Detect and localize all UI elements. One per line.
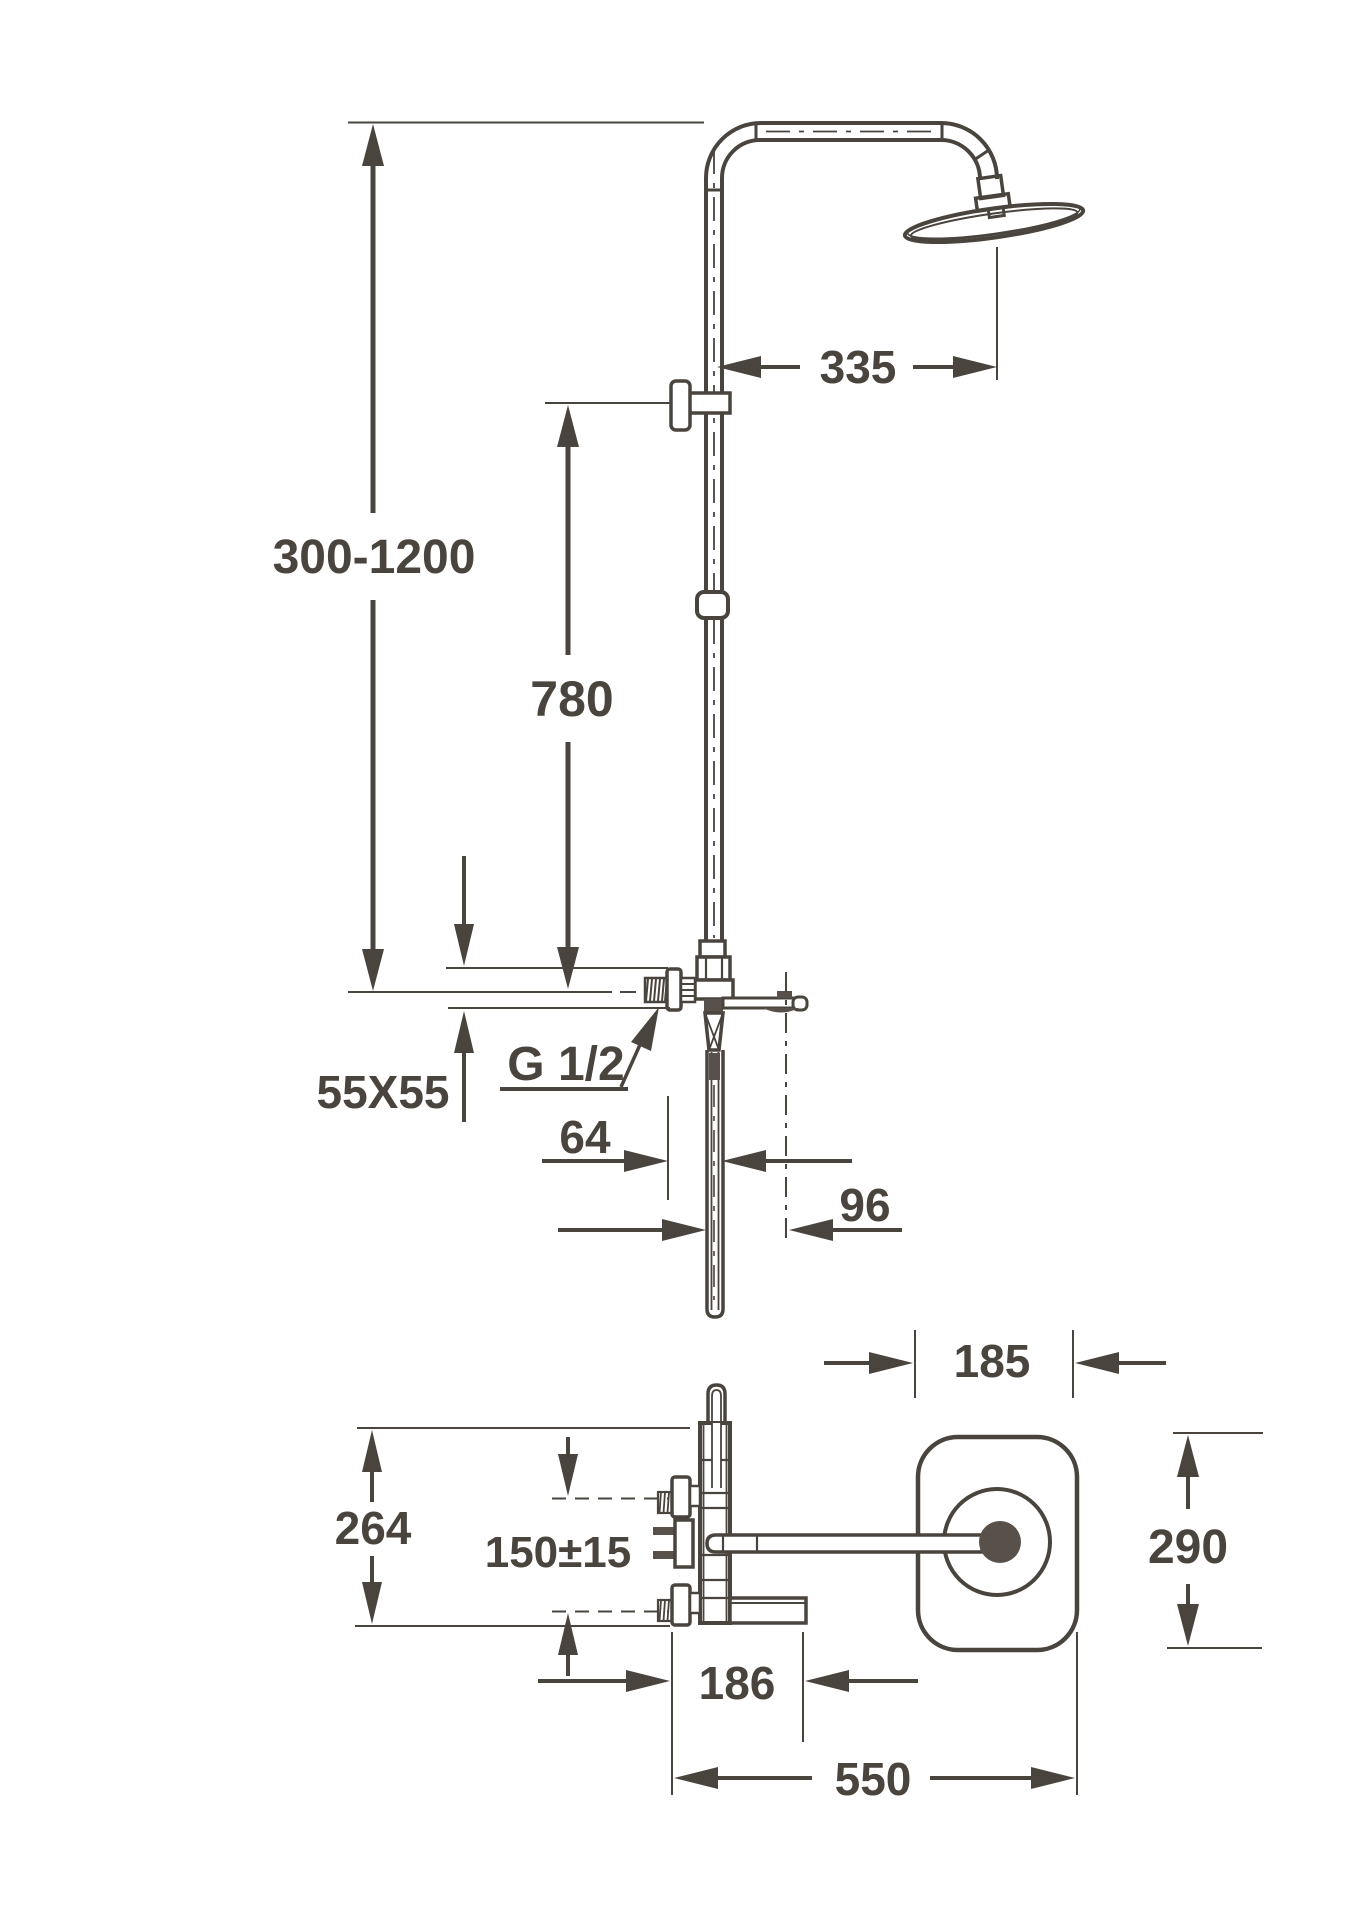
mixer-valve [643,939,809,1052]
shower-head [902,173,1086,245]
shower-arm [705,1521,1021,1563]
front-view [643,121,1086,1319]
side-spout [728,1596,808,1625]
dim-plate-width [824,1352,1166,1374]
dim-slider-height [557,405,579,989]
dim-height-range [362,124,384,991]
label-height-range: 300-1200 [273,531,476,584]
dim-inlet-spacing [558,1437,578,1676]
label-inlet-spacing: 150±15 [485,1528,632,1577]
label-plate-height: 290 [1148,1521,1228,1574]
soap-dish-arm [721,991,809,1013]
label-escutcheon: 55X55 [316,1066,449,1118]
wall-inlet-thread [643,967,697,1012]
dim-valve-offset [542,1150,852,1172]
dim-total-reach [674,1767,1075,1789]
thread-leader [500,1007,659,1091]
label-thread-size: G 1/2 [507,1038,624,1091]
dimension-lines [348,121,998,1243]
dim-escutcheon [454,856,474,1122]
dim-head-offset [717,356,997,378]
dimension-lines-bottom [355,1330,1263,1795]
dim-plate-height [1177,1435,1199,1646]
side-wand [706,1383,727,1490]
riser-pipe [704,121,999,940]
dim-body-height [362,1430,382,1624]
dim-spout-reach [538,1670,918,1692]
hand-shower-wand [705,1050,725,1319]
side-view [653,1383,808,1627]
dimension-labels: 300-1200 780 335 55X55 G 1/2 64 96 185 2… [273,341,1228,1805]
pipe-connector [695,590,730,620]
label-spout-reach: 186 [699,1657,776,1709]
dim-dish-offset [558,1219,902,1241]
label-valve-offset: 64 [559,1111,611,1163]
side-bottom-inlet [656,1583,702,1627]
side-mixer-center [653,1518,695,1569]
label-dish-offset: 96 [839,1179,890,1231]
label-slider-height: 780 [530,671,613,727]
slider-bracket [669,379,732,432]
side-top-inlet [656,1475,702,1519]
label-total-reach: 550 [835,1753,912,1805]
label-plate-width: 185 [954,1335,1031,1387]
label-body-height: 264 [335,1502,412,1554]
label-head-offset: 335 [820,341,897,393]
arm-outlet [979,1521,1021,1563]
